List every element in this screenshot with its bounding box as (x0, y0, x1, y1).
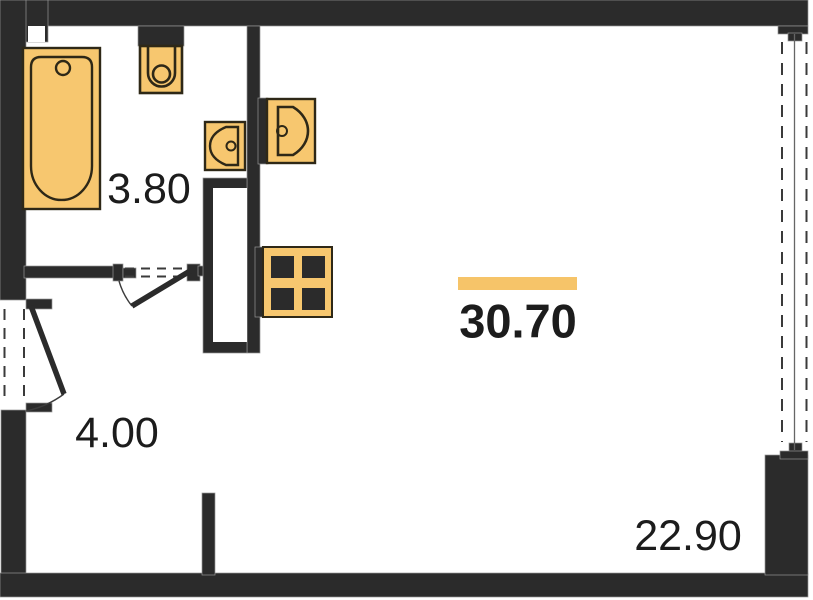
stove-burner-icon (302, 256, 325, 278)
total-area-label: 30.70 (459, 295, 577, 348)
wall-left-upper (0, 0, 27, 301)
bathtub (21, 46, 102, 211)
entrance-door-leaf (28, 305, 67, 395)
bathroom-door-jamb-left (112, 263, 124, 282)
stove-burner-icon (271, 288, 294, 310)
stove-burner-icon (302, 288, 325, 310)
kitchen-sink-bowl (276, 105, 310, 157)
total-area-highlight-bar (458, 277, 577, 290)
kitchen-sink (265, 97, 317, 165)
stove (262, 246, 333, 318)
toilet-bowl (146, 46, 177, 88)
bathroom-area-label: 3.80 (107, 165, 191, 213)
window-cap-bottom-bar (779, 450, 809, 460)
bathroom-door-swing-arc (118, 280, 133, 307)
wall-left-lower (0, 409, 27, 576)
bathtub-basin (29, 55, 94, 202)
bathtub-outline (21, 46, 102, 211)
stove-mount (254, 246, 264, 318)
entrance-door (3, 305, 67, 412)
wall-bathroom-horizontal (23, 265, 116, 279)
wall-right-lower (764, 454, 809, 576)
ventilation-shaft-cavity (213, 188, 247, 342)
wall-corner-notch (28, 26, 45, 42)
kitchen-sink-drain-icon (276, 125, 288, 137)
wall-hall-partition (201, 492, 216, 576)
wash-basin-bowl (208, 125, 240, 167)
bathroom-door-leaf (130, 268, 192, 309)
toilet-mount (137, 25, 185, 47)
hallway-area-label: 4.00 (75, 409, 159, 457)
stove-burner-icon (271, 256, 294, 278)
wash-basin (203, 120, 247, 172)
window (777, 25, 809, 460)
window-cap-bottom-square (788, 442, 803, 453)
living-room-area-label: 22.90 (634, 512, 742, 560)
toilet-flush-icon (151, 64, 172, 84)
entrance-door-swing-arc (25, 393, 65, 412)
bathroom-door (118, 267, 192, 309)
entrance-door-stop-top (25, 298, 53, 310)
wash-basin-drain-icon (225, 140, 237, 152)
toilet (138, 44, 184, 95)
bathtub-drain-icon (54, 59, 72, 77)
wall-bottom (0, 572, 809, 598)
wall-top (0, 0, 809, 27)
